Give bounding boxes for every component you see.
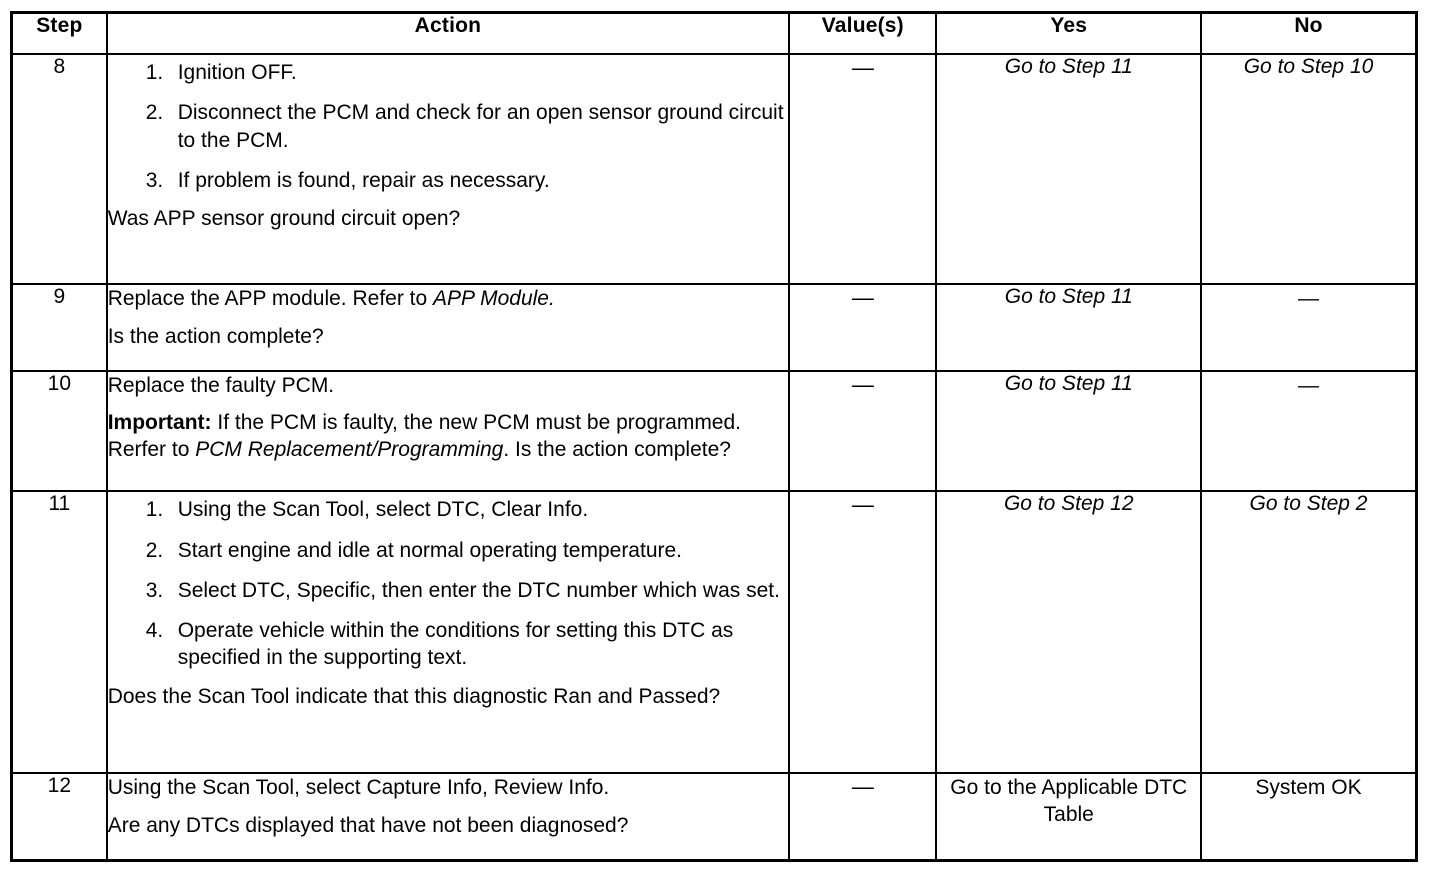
table-header-row: Step Action Value(s) Yes No: [10, 11, 1418, 55]
action-cell: Replace the faulty PCM. Important: If th…: [105, 369, 791, 493]
step-number: 10: [10, 369, 108, 493]
action-line: Replace the faulty PCM.: [107, 373, 335, 397]
value-cell: —: [788, 283, 938, 372]
no-cell: Go to Step 2: [1200, 490, 1418, 775]
list-item: Ignition OFF.: [146, 59, 297, 87]
table-row: 10 Replace the faulty PCM. Important: If…: [10, 369, 1418, 493]
header-step: Step: [10, 11, 108, 55]
diagnostic-step-table: Step Action Value(s) Yes No 8 Ignition O…: [10, 11, 1418, 862]
no-cell: —: [1200, 369, 1418, 493]
important-label: Important:: [107, 411, 212, 435]
header-value: Value(s): [788, 11, 938, 55]
value-cell: —: [788, 369, 938, 493]
table-row: 11 Using the Scan Tool, select DTC, Clea…: [10, 490, 1418, 775]
action-question: Are any DTCs displayed that have not bee…: [107, 814, 629, 838]
important-text-a: If the PCM is faulty, the new PCM must b…: [107, 411, 742, 462]
yes-cell: Go to Step 11: [935, 369, 1203, 493]
action-question: Does the Scan Tool indicate that this di…: [107, 684, 721, 708]
list-item: If problem is found, repair as necessary…: [146, 167, 550, 195]
action-cell: Using the Scan Tool, select DTC, Clear I…: [105, 490, 791, 775]
step-number: 11: [10, 490, 108, 775]
value-dash: —: [851, 55, 874, 80]
action-line-plain: Replace the APP module. Refer to: [107, 287, 434, 311]
table-row: 8 Ignition OFF. Disconnect the PCM and c…: [10, 52, 1418, 286]
no-cell: —: [1200, 283, 1418, 372]
list-item: Start engine and idle at normal operatin…: [146, 537, 683, 565]
action-cell: Replace the APP module. Refer to APP Mod…: [105, 283, 791, 372]
value-dash: —: [851, 774, 874, 800]
yes-cell: Go to Step 11: [935, 52, 1203, 286]
table-row: 12 Using the Scan Tool, select Capture I…: [10, 772, 1418, 862]
list-item: Select DTC, Specific, then enter the DTC…: [146, 577, 780, 605]
action-line: Replace the APP module. Refer to APP Mod…: [108, 285, 788, 312]
yes-cell: Go to Step 11: [935, 283, 1203, 372]
action-question: Is the action complete?: [107, 325, 324, 349]
yes-cell: Go to Step 12: [935, 490, 1203, 775]
value-cell: —: [788, 490, 938, 775]
step-number: 12: [10, 772, 108, 862]
header-action: Action: [105, 11, 791, 55]
action-question: Was APP sensor ground circuit open?: [107, 207, 461, 231]
value-dash: —: [851, 371, 874, 397]
action-line: Using the Scan Tool, select Capture Info…: [107, 776, 610, 800]
action-step-list: Ignition OFF. Disconnect the PCM and che…: [108, 59, 788, 194]
value-cell: —: [788, 772, 938, 862]
step-number: 8: [10, 52, 108, 286]
value-dash: —: [851, 285, 874, 311]
list-item: Using the Scan Tool, select DTC, Clear I…: [146, 496, 589, 524]
value-dash: —: [851, 492, 874, 518]
action-important: Important: If the PCM is faulty, the new…: [108, 409, 788, 464]
no-cell: Go to Step 10: [1200, 52, 1418, 286]
yes-cell: Go to the Applicable DTC Table: [935, 772, 1203, 862]
header-no: No: [1200, 11, 1418, 55]
no-cell: System OK: [1200, 772, 1418, 862]
list-item: Operate vehicle within the conditions fo…: [146, 617, 734, 670]
important-italic-ref: PCM Replacement/Programming: [195, 438, 504, 462]
action-line-italic: APP Module.: [433, 287, 555, 311]
important-text-b: . Is the action complete?: [503, 438, 731, 462]
value-cell: —: [788, 52, 938, 286]
header-yes: Yes: [935, 11, 1203, 55]
action-cell: Ignition OFF. Disconnect the PCM and che…: [105, 52, 791, 286]
action-cell: Using the Scan Tool, select Capture Info…: [105, 772, 791, 862]
action-step-list: Using the Scan Tool, select DTC, Clear I…: [108, 496, 788, 671]
table-row: 9 Replace the APP module. Refer to APP M…: [10, 283, 1418, 372]
list-item: Disconnect the PCM and check for an open…: [146, 99, 784, 152]
step-number: 9: [10, 283, 108, 372]
